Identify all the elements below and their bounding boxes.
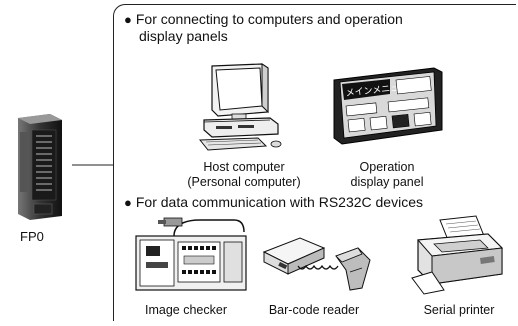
host-computer-caption: Host computer (Personal computer)	[186, 160, 302, 190]
serial-printer-icon	[411, 215, 504, 295]
section-computers-heading: ●For connecting to computers and operati…	[124, 11, 484, 45]
bullet-icon: ●	[124, 12, 132, 27]
section-computers-heading-line2: display panels	[139, 28, 228, 44]
section-computers-heading-line1: For connecting to computers and operatio…	[135, 11, 403, 27]
barcode-reader-caption: Bar-code reader	[268, 303, 360, 317]
host-computer-caption-line1: Host computer	[203, 160, 285, 174]
bullet-icon: ●	[124, 195, 132, 210]
operation-panel-caption-line1: Operation	[359, 160, 415, 174]
image-checker-icon	[135, 217, 247, 291]
section-rs232c-heading-text: For data communication with RS232C devic…	[135, 194, 423, 210]
barcode-reader-icon	[262, 237, 371, 291]
host-computer-caption-line2: (Personal computer)	[187, 175, 301, 189]
section-rs232c-heading: ●For data communication with RS232C devi…	[124, 194, 504, 211]
serial-printer-caption: Serial printer	[423, 303, 495, 317]
operation-panel-caption-line2: display panel	[350, 175, 424, 189]
operation-display-panel-icon: メインメニュー	[333, 67, 443, 145]
host-computer-icon	[198, 63, 282, 151]
fp0-label: FP0	[20, 229, 44, 244]
operation-panel-caption: Operation display panel	[332, 160, 442, 190]
image-checker-caption: Image checker	[145, 303, 227, 317]
fp0-controller-icon	[18, 114, 62, 220]
connection-bracket	[113, 4, 516, 321]
